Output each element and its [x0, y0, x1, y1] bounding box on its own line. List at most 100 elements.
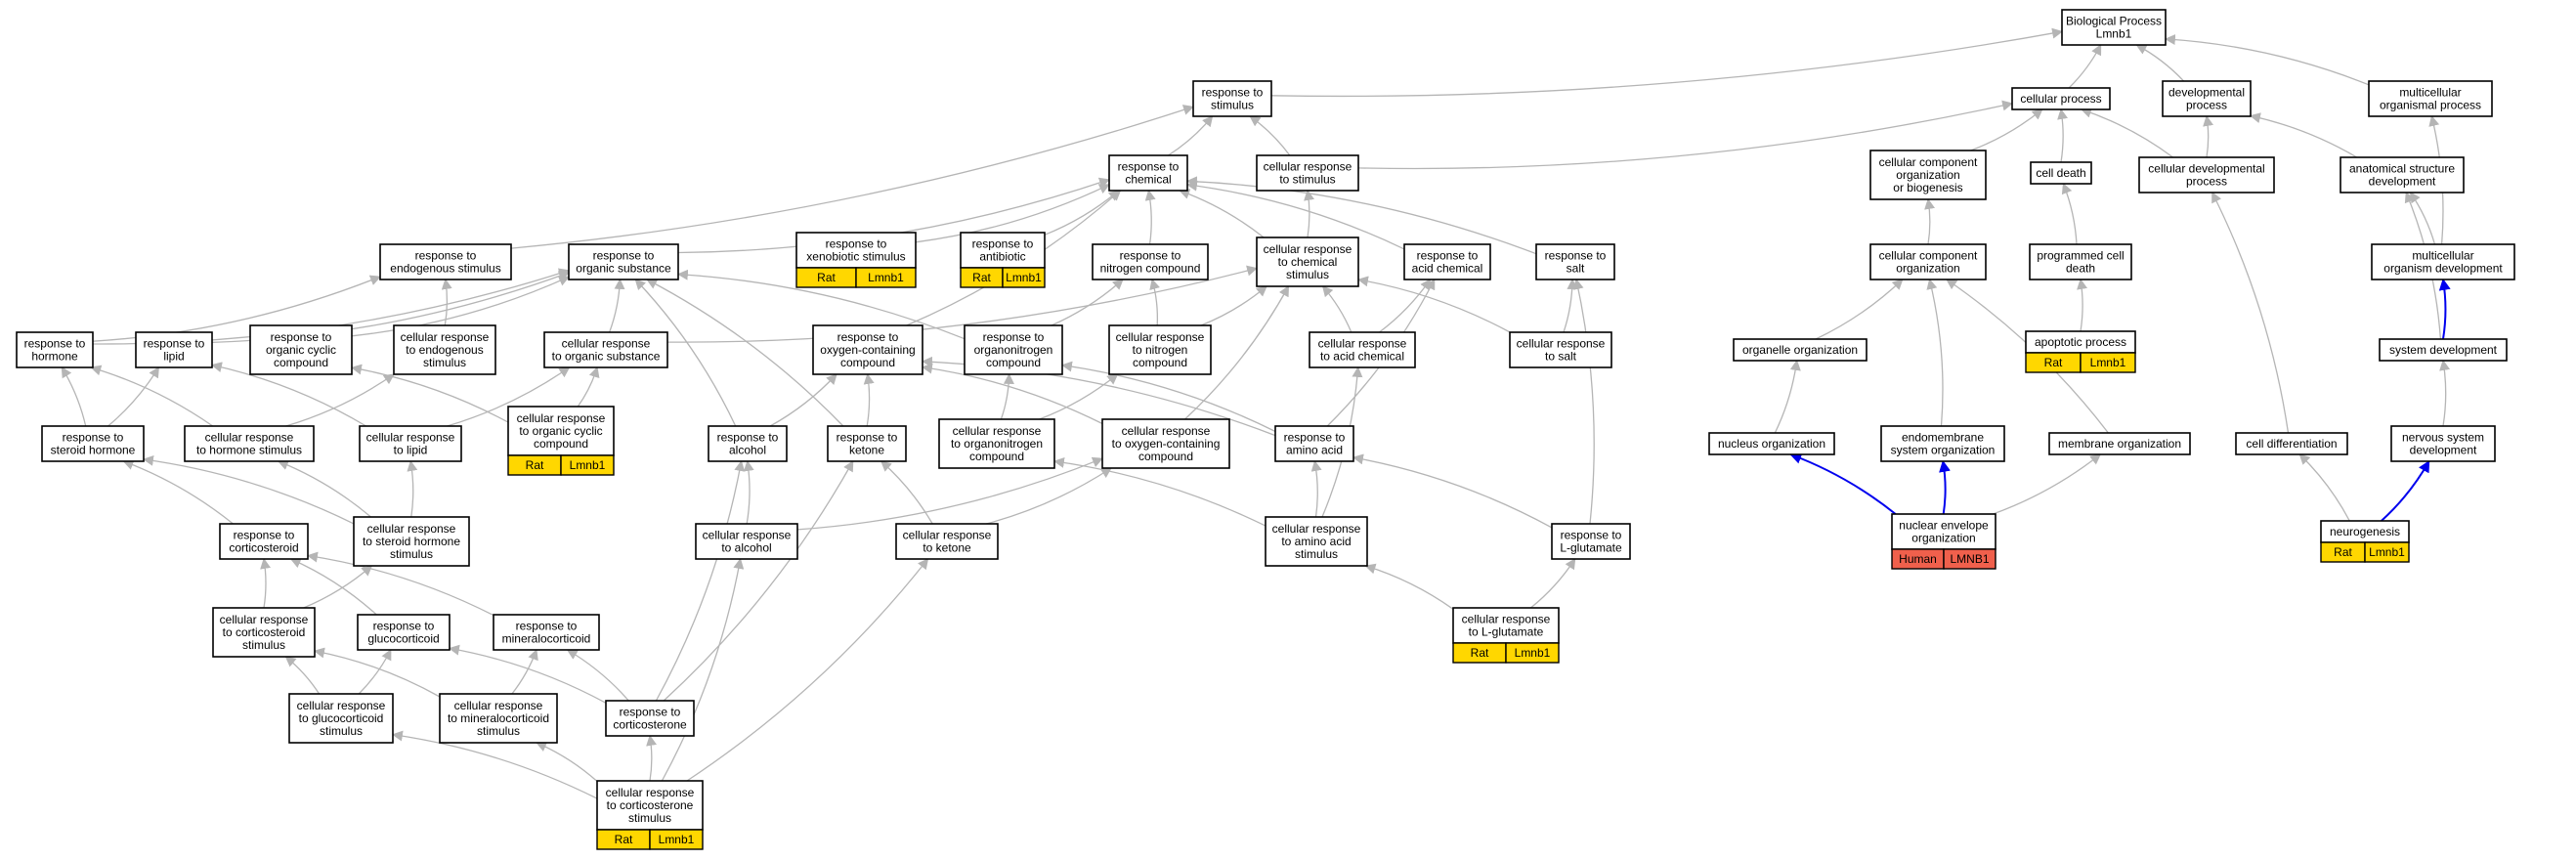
node-cell-death[interactable]: cell death — [2030, 161, 2092, 185]
edge-cellular-response-to-glucocorticoid-stimulus-to-response-to-glucocorticoid — [358, 649, 392, 695]
node-label: to acid chemical — [1320, 350, 1404, 364]
gene-tag-cell — [1505, 642, 1560, 664]
node-label: development — [2410, 444, 2477, 457]
node-system-development[interactable]: system development — [2379, 338, 2508, 362]
node-label: nucleus organization — [1718, 437, 1825, 451]
node-label: cellular response — [1264, 242, 1352, 256]
node-box — [1733, 338, 1868, 362]
edge-response-to-organonitrogen-compound-to-response-to-nitrogen-compound — [1051, 279, 1124, 326]
node-label: Lmnb1 — [2096, 27, 2132, 41]
node-label: to organic cyclic — [519, 424, 602, 438]
node-label: nitrogen compound — [1100, 262, 1201, 276]
node-cell-differentiation[interactable]: cell differentiation — [2235, 432, 2348, 455]
node-label: amino acid — [1286, 444, 1343, 457]
species-label: Rat — [1471, 646, 1489, 660]
node-box — [16, 331, 94, 368]
node-label: to endogenous — [406, 343, 483, 357]
node-label: to organonitrogen — [951, 437, 1043, 451]
edge-nucleus-organization-to-organelle-organization — [1774, 359, 1801, 434]
node-label: response to — [63, 431, 124, 445]
node-label: organization — [1911, 532, 1975, 545]
node-label: programmed cell — [2037, 249, 2124, 263]
node-cellular-process[interactable]: cellular process — [2011, 87, 2111, 110]
node-nucleus-organization[interactable]: nucleus organization — [1708, 432, 1835, 455]
edge-response-to-alcohol-to-response-to-oxygen-containing-compound — [769, 373, 837, 427]
node-membrane-organization[interactable]: membrane organization — [2048, 432, 2191, 455]
node-label: organism development — [2383, 262, 2503, 276]
edge-response-to-corticosterone-to-response-to-alcohol — [655, 459, 746, 702]
edges-layer — [61, 27, 2451, 799]
node-box — [827, 425, 907, 462]
node-label: response to — [826, 237, 887, 251]
node-label: response to — [972, 237, 1034, 251]
node-response-to-l-glutamate[interactable]: response toL-glutamate — [1551, 523, 1631, 560]
edge-response-to-ketone-to-response-to-organic-substance — [646, 279, 844, 427]
node-box — [2371, 243, 2515, 280]
node-box — [41, 425, 145, 462]
node-label: cellular response — [1517, 337, 1606, 351]
edge-response-to-nitrogen-compound-to-response-to-chemical — [1144, 189, 1156, 245]
edge-cellular-response-to-steroid-hormone-stimulus-to-response-to-steroid-hormone — [142, 454, 355, 525]
node-organelle-organization[interactable]: organelle organization — [1733, 338, 1868, 362]
node-label: response to — [1417, 249, 1479, 263]
node-box — [184, 425, 315, 462]
